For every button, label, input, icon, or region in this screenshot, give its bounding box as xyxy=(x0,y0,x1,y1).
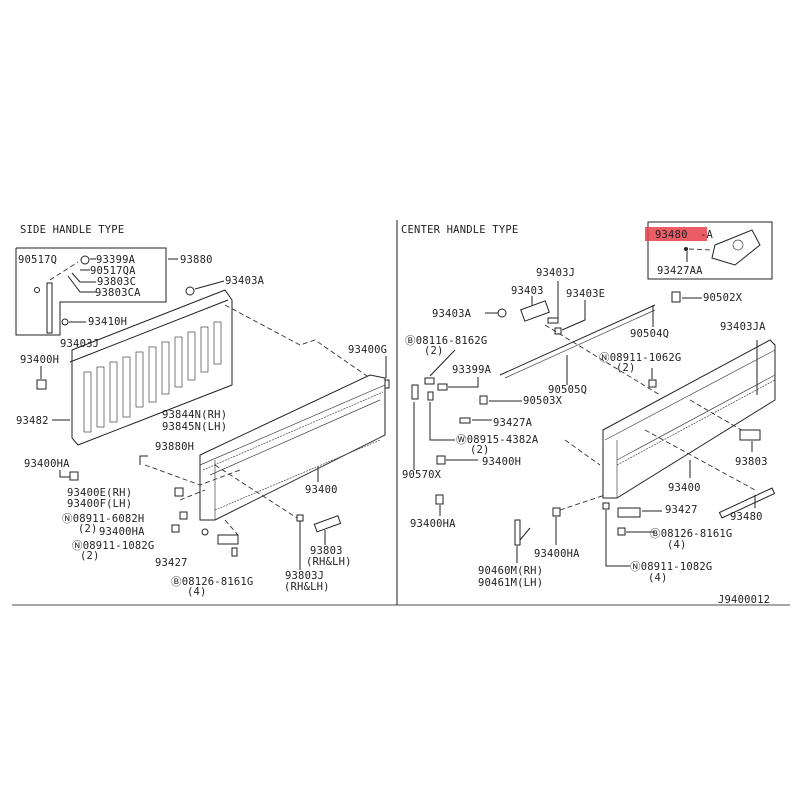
part-qty: (2) xyxy=(424,345,444,357)
part-label: 93400E(RH) xyxy=(67,487,132,499)
part-label: 90502X xyxy=(703,292,743,304)
part-label: 93880 xyxy=(180,254,213,266)
center-handle-section: CENTER HANDLE TYPE xyxy=(401,221,776,606)
hinge-part xyxy=(617,507,641,518)
part-label: 93427 xyxy=(665,504,698,516)
panel-ribs xyxy=(83,321,222,433)
part-label: 93803 xyxy=(735,456,768,468)
part-label: 93403J xyxy=(536,267,575,279)
part-qty: (2) xyxy=(616,362,636,374)
inset-box xyxy=(647,221,773,280)
part-label: 93403A xyxy=(225,275,265,287)
emblem-part xyxy=(711,229,761,266)
part-label: 90504Q xyxy=(630,328,669,340)
part-label: 93399A xyxy=(452,364,492,376)
part-label: 90460M(RH) xyxy=(478,565,543,577)
part-label: -A xyxy=(700,229,714,241)
part-qty: (2) xyxy=(78,523,98,535)
part-qty: (2) xyxy=(470,444,490,456)
part-qty: (4) xyxy=(648,572,668,584)
part-label: 93480 xyxy=(730,511,763,523)
inset-box xyxy=(15,247,167,336)
part-qty: (4) xyxy=(187,586,207,598)
part-label: 93482 xyxy=(16,415,49,427)
part-label: 90570X xyxy=(402,469,442,481)
part-label: 93403JA xyxy=(720,321,766,333)
highlight-93480 xyxy=(645,227,707,241)
diagram-id: J9400012 xyxy=(718,594,770,606)
part-label: 90503X xyxy=(523,395,563,407)
part-label: 93803J xyxy=(285,570,324,582)
bolt-part xyxy=(185,286,195,296)
part-label: 93427 xyxy=(155,557,188,569)
rod-part xyxy=(499,304,656,376)
part-label: Ⓦ08915-4382A xyxy=(456,434,539,446)
part-label: Ⓝ08911-1062G xyxy=(599,352,681,364)
part-label: (RH&LH) xyxy=(306,556,352,568)
handle-part xyxy=(313,515,342,533)
part-label: Ⓑ08116-8162G xyxy=(405,335,487,347)
section-title-center-handle: CENTER HANDLE TYPE xyxy=(401,224,518,236)
part-label: 93403A xyxy=(432,308,472,320)
part-qty: (2) xyxy=(80,550,100,562)
part-label: 93845N(LH) xyxy=(162,421,227,433)
part-label: (RH&LH) xyxy=(284,581,330,593)
part-label: 93427A xyxy=(493,417,533,429)
part-label: 93427AA xyxy=(657,265,703,277)
part-label: 93400HA xyxy=(410,518,456,530)
part-qty: (4) xyxy=(667,539,687,551)
part-label: 93803CA xyxy=(95,287,141,299)
bolt-part xyxy=(80,255,90,265)
part-label: Ⓑ08126-8161G xyxy=(650,528,732,540)
section-title-side-handle: SIDE HANDLE TYPE xyxy=(20,224,124,236)
part-label-highlighted: 93480 xyxy=(655,229,688,241)
part-label: 93803C xyxy=(97,276,136,288)
tailgate-inner-panel xyxy=(71,289,233,446)
part-label: 93844N(RH) xyxy=(162,409,227,421)
part-label: Ⓝ08911-6082H xyxy=(62,513,144,525)
part-label: 93400 xyxy=(668,482,701,494)
handle-part xyxy=(520,300,550,322)
part-label: Ⓑ08126-8161G xyxy=(171,576,253,588)
part-label: 93400 xyxy=(305,484,338,496)
clip-part xyxy=(34,287,40,293)
side-handle-section: SIDE HANDLE TYPE xyxy=(15,224,390,598)
part-label: 90517QA xyxy=(90,265,136,277)
tailgate-outer-panel xyxy=(602,339,776,499)
hinge-part xyxy=(217,534,239,545)
part-label: Ⓝ08911-1082G xyxy=(72,540,154,552)
part-label: 90517Q xyxy=(18,254,57,266)
part-label: 93400HA xyxy=(99,526,145,538)
trim-strip-part xyxy=(718,487,776,519)
top-rail-strip xyxy=(69,299,229,363)
part-label: 93400H xyxy=(482,456,521,468)
part-label: 93880H xyxy=(155,441,194,453)
part-label: 93403 xyxy=(511,285,544,297)
part-label: 90461M(LH) xyxy=(478,577,543,589)
rod-part xyxy=(46,282,53,334)
part-label: 93403E xyxy=(566,288,605,300)
part-label: 93400H xyxy=(20,354,59,366)
part-label: 93803 xyxy=(310,545,343,557)
part-label: 93400F(LH) xyxy=(67,498,132,510)
bracket-part xyxy=(514,519,521,546)
part-label: 90505Q xyxy=(548,384,587,396)
part-label: 93400HA xyxy=(24,458,70,470)
part-label: 93399A xyxy=(96,254,136,266)
part-label: Ⓝ08911-1082G xyxy=(630,561,712,573)
part-label: 93400G xyxy=(348,344,387,356)
part-label: 93403J xyxy=(60,338,99,350)
part-label: 93400HA xyxy=(534,548,580,560)
part-label: 93410H xyxy=(88,316,127,328)
handle-part xyxy=(739,429,761,441)
